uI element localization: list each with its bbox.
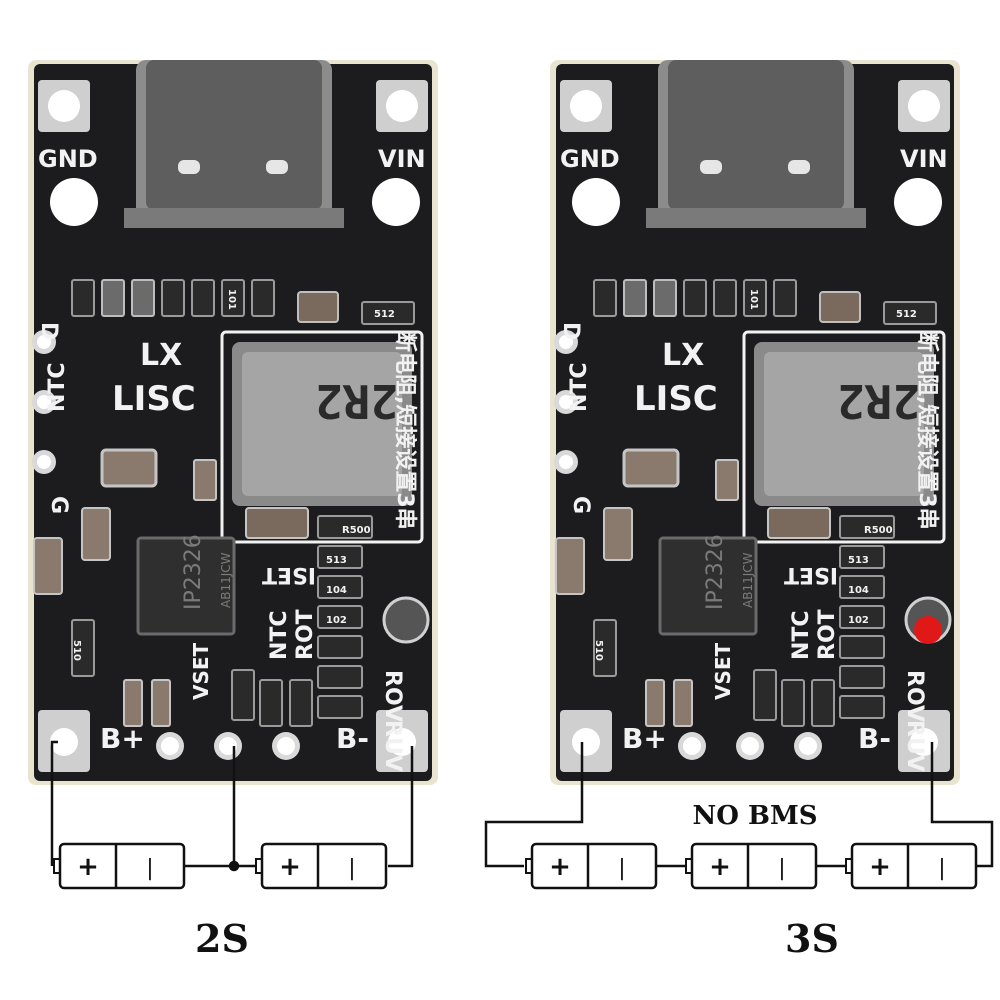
label-lx: LX [662, 338, 704, 373]
label-r512: 512 [374, 309, 395, 320]
battery-right-2: + | [684, 842, 818, 890]
label-r101: 101 [226, 289, 237, 310]
battery-right-3: + | [844, 842, 978, 890]
label-inductor: 2R2 [315, 374, 398, 428]
label-rov: ROV [902, 670, 927, 722]
battery-right-1: + | [524, 842, 658, 890]
battery-left-1: + | [52, 842, 186, 890]
label-vset: VSET [711, 642, 735, 700]
label-vin: VIN [378, 145, 426, 173]
label-ntc2: NTC [789, 610, 814, 660]
label-rot: ROT [815, 609, 840, 660]
caption-2s: 2S [195, 916, 249, 961]
label-iset: ISET [784, 562, 838, 587]
label-chip-sub: AB11JCW [741, 552, 755, 608]
label-vin: VIN [900, 145, 948, 173]
label-bminus: B- [858, 722, 891, 755]
label-lisc: LISC [634, 379, 718, 419]
label-r104: 104 [848, 585, 869, 596]
label-ntc: NTC [45, 362, 70, 412]
battery-minus-label: | [348, 856, 355, 881]
label-rot: ROT [293, 609, 318, 660]
label-r513: 513 [848, 555, 869, 566]
label-lisc: LISC [112, 379, 196, 419]
label-r510: 510 [71, 640, 82, 661]
battery-plus-label: + [279, 852, 301, 882]
label-ruv: RUV [902, 720, 927, 772]
wiring-2s [50, 740, 414, 872]
board-right: GND VIN LX LISC 2R2 VSET NTC ROT ISET RO… [548, 58, 962, 787]
label-rov: ROV [380, 670, 405, 722]
label-r512: 512 [896, 309, 917, 320]
label-g: G [46, 496, 71, 514]
label-r513: 513 [326, 555, 347, 566]
board-left: GND VIN LX LISC 2R2 VSET NTC ROT ISET RO… [26, 58, 440, 787]
label-bminus: B- [336, 722, 369, 755]
label-gnd: GND [38, 145, 98, 173]
label-chip: IP2326 [703, 534, 728, 610]
label-chip-sub: AB11JCW [219, 552, 233, 608]
label-bplus: B+ [622, 722, 667, 755]
label-ntc: NTC [567, 362, 592, 412]
label-iset: ISET [262, 562, 316, 587]
label-inductor: 2R2 [837, 374, 920, 428]
label-g: G [568, 496, 593, 514]
battery-plus-label: + [869, 852, 891, 882]
caption-3s: 3S [785, 916, 839, 961]
battery-plus-label: + [549, 852, 571, 882]
label-r500: R500 [864, 525, 893, 536]
battery-plus-label: + [709, 852, 731, 882]
no-bms-label: NO BMS [693, 801, 818, 831]
battery-minus-label: | [938, 856, 945, 881]
rov-short-marker [914, 616, 942, 644]
label-gnd: GND [560, 145, 620, 173]
label-r102: 102 [848, 615, 869, 626]
label-bplus: B+ [100, 722, 145, 755]
label-r510: 510 [593, 640, 604, 661]
battery-minus-label: | [618, 856, 625, 881]
label-chip: IP2326 [181, 534, 206, 610]
label-cn-note: 断电阻,短接设置3串 [914, 330, 940, 530]
label-cn-note: 断电阻,短接设置3串 [392, 330, 418, 530]
label-r102: 102 [326, 615, 347, 626]
battery-minus-label: | [778, 856, 785, 881]
label-r101: 101 [748, 289, 759, 310]
label-ntc2: NTC [267, 610, 292, 660]
label-d: D [558, 322, 583, 340]
label-vset: VSET [189, 642, 213, 700]
label-ruv: RUV [380, 720, 405, 772]
label-d: D [36, 322, 61, 340]
battery-plus-label: + [77, 852, 99, 882]
battery-left-2: + | [254, 842, 388, 890]
battery-minus-label: | [146, 856, 153, 881]
label-lx: LX [140, 338, 182, 373]
label-r104: 104 [326, 585, 347, 596]
label-r500: R500 [342, 525, 371, 536]
